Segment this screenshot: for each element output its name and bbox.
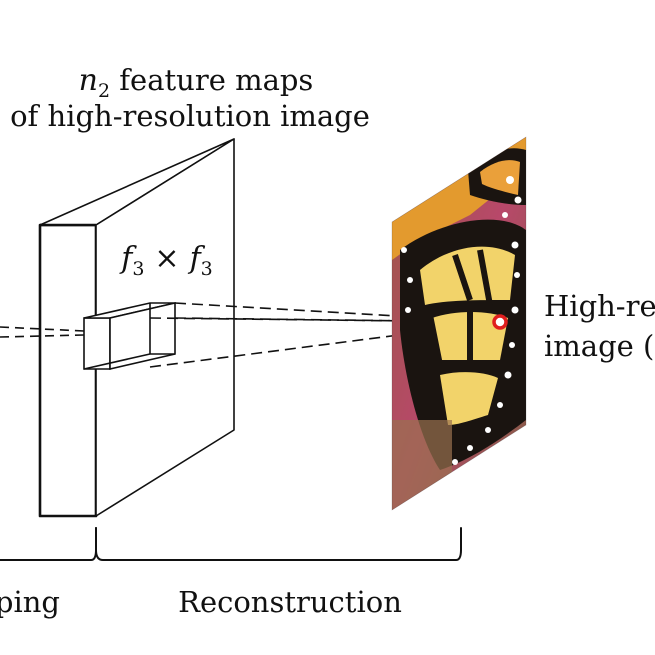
output-label-line2: image (o (544, 329, 655, 363)
right-stage-brace (95, 527, 462, 561)
output-pixel-marker (492, 314, 508, 330)
filter-cube (83, 301, 176, 371)
left-stage-brace (0, 527, 97, 561)
high-resolution-image (392, 137, 526, 510)
wing-dots (401, 176, 522, 465)
image-border (391, 136, 527, 511)
left-stage-label: ping (0, 585, 60, 619)
feature-maps-caption-line1: n2 feature maps (79, 63, 314, 102)
filter-size-label: f3×f3 (119, 241, 213, 280)
stage-braces (0, 527, 462, 561)
output-label-line1: High-res (544, 289, 655, 323)
feature-maps-caption-line2: of high-resolution image (10, 99, 370, 133)
reconstruction-stage-label: Reconstruction (178, 585, 402, 619)
feature-map-side-face (38, 223, 98, 518)
